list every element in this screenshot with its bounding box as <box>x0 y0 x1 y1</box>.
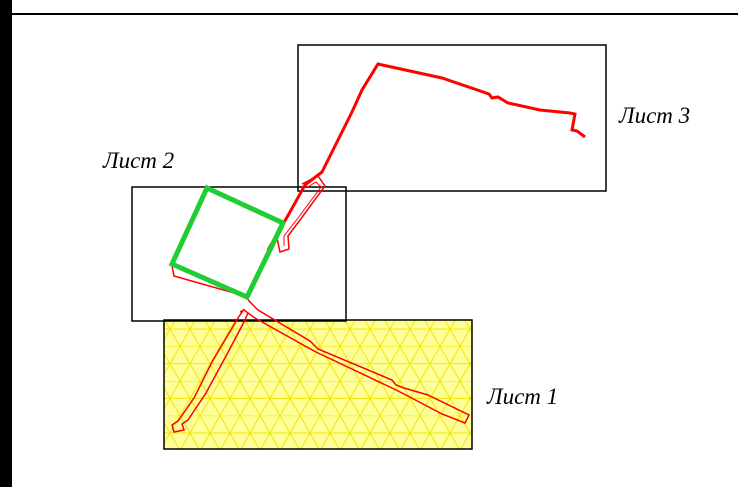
sheet-1-label: Лист 1 <box>487 384 559 409</box>
sheet-3-label: Лист 3 <box>619 103 691 128</box>
sheet-1-area <box>163 319 473 450</box>
route-corridor-upper-inner <box>283 181 322 246</box>
highlight-square <box>168 184 287 301</box>
frame-left-bar <box>0 0 12 487</box>
route-upper-line <box>266 62 586 251</box>
sheet-2-frame <box>131 186 347 322</box>
sheet-2-label: Лист 2 <box>103 148 175 173</box>
route-corridor-lower <box>171 265 471 424</box>
route-corridor-upper <box>276 175 326 253</box>
route-branch-lower-left <box>171 308 249 433</box>
sheet-3-frame <box>297 44 607 192</box>
